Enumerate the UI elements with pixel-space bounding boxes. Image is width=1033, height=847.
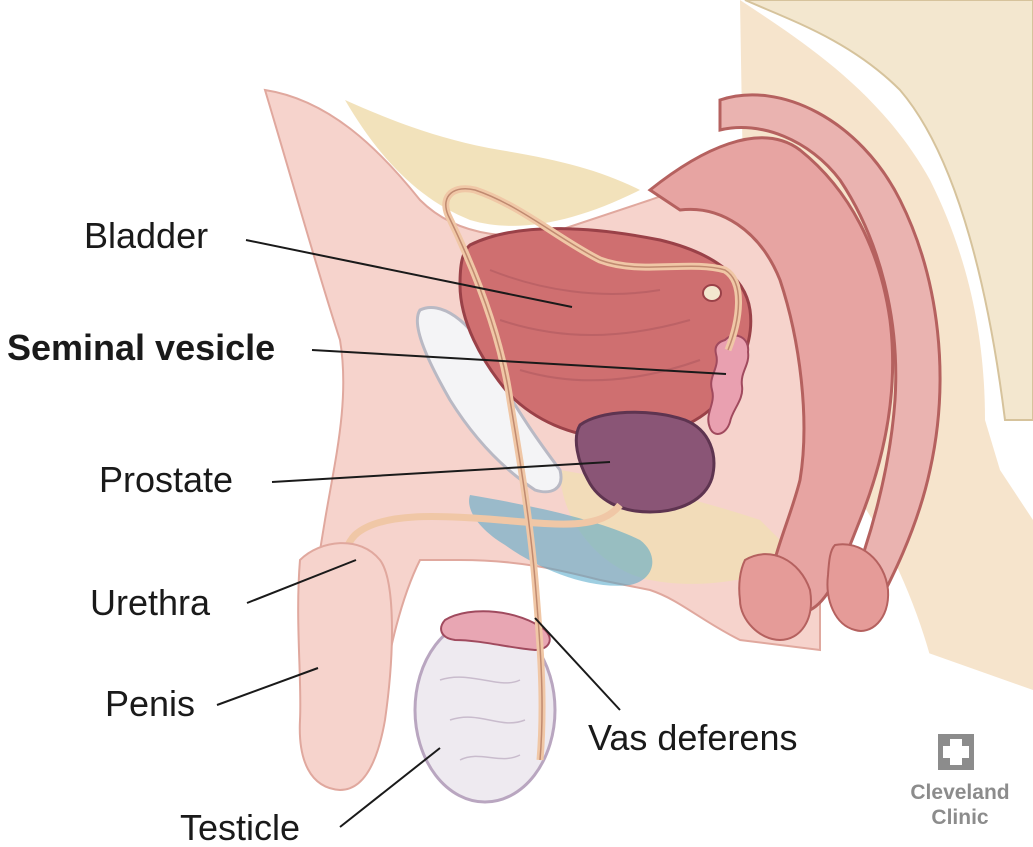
label-vas-deferens: Vas deferens [588, 720, 797, 756]
logo-text-line2: Clinic [895, 805, 1025, 830]
label-testicle: Testicle [180, 810, 300, 846]
penis-organ [298, 543, 392, 790]
logo-text-line1: Cleveland [895, 780, 1025, 805]
label-seminal-vesicle: Seminal vesicle [7, 330, 275, 366]
cleveland-clinic-logo: Cleveland Clinic [895, 738, 1025, 830]
ureter-opening [703, 285, 721, 301]
label-urethra: Urethra [90, 585, 210, 621]
label-penis: Penis [105, 686, 195, 722]
label-bladder: Bladder [84, 218, 208, 254]
label-prostate: Prostate [99, 462, 233, 498]
